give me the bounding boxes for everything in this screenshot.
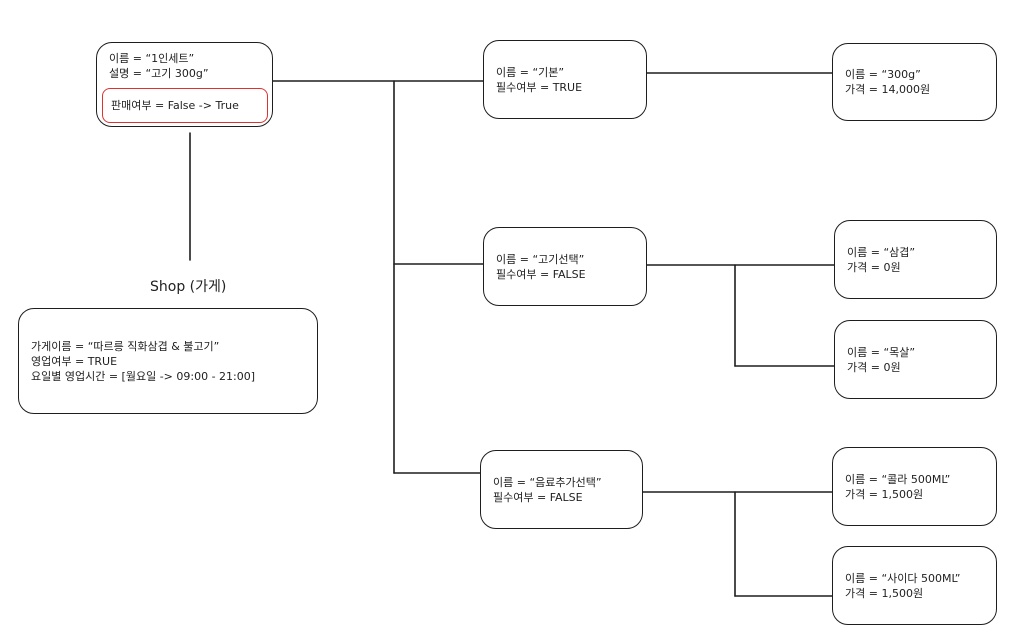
shop-title: Shop (가게) [150, 279, 227, 295]
option-group-node: 이름 = “음료추가선택” 필수여부 = FALSE [480, 450, 643, 529]
option-node: 이름 = “콜라 500ML” 가격 = 1,500원 [832, 447, 997, 526]
menu-name: 이름 = “1인세트” [109, 52, 195, 65]
menu-node: 이름 = “1인세트” 설명 = “고기 300g” [96, 42, 273, 127]
option-node: 이름 = “목살” 가격 = 0원 [834, 320, 997, 399]
option-group-name: 이름 = “고기선택” [496, 252, 585, 266]
option-price: 가격 = 1,500원 [845, 586, 924, 600]
option-group-required: 필수여부 = FALSE [493, 490, 583, 504]
option-price: 가격 = 0원 [847, 260, 901, 274]
menu-sale-status: 판매여부 = False -> True [111, 99, 239, 112]
option-group-required: 필수여부 = FALSE [496, 267, 586, 281]
option-name: 이름 = “300g” [845, 68, 921, 81]
menu-description: 설명 = “고기 300g” [109, 67, 209, 80]
option-name: 이름 = “사이다 500ML” [845, 571, 961, 585]
shop-business-hours: 요일별 영업시간 = [월요일 -> 09:00 - 21:00] [31, 369, 256, 383]
option-group-name: 이름 = “기본” [496, 65, 565, 79]
option-name: 이름 = “삼겹” [847, 245, 916, 259]
option-node: 이름 = “사이다 500ML” 가격 = 1,500원 [832, 546, 997, 625]
option-price: 가격 = 14,000원 [845, 83, 931, 96]
option-group-required: 필수여부 = TRUE [496, 80, 583, 94]
shop-node: 가게이름 = “따르릉 직화삼겹 & 불고기” 영업여부 = TRUE 요일별 … [18, 308, 318, 414]
menu-sale-status-highlight: 판매여부 = False -> True [102, 88, 268, 123]
option-price: 가격 = 1,500원 [845, 487, 924, 501]
option-price: 가격 = 0원 [847, 360, 901, 374]
shop-store-name: 가게이름 = “따르릉 직화삼겹 & 불고기” [31, 339, 220, 353]
option-node: 이름 = “삼겹” 가격 = 0원 [834, 220, 997, 299]
option-name: 이름 = “목살” [847, 345, 916, 359]
option-group-node: 이름 = “기본” 필수여부 = TRUE [483, 40, 647, 119]
option-node: 이름 = “300g” 가격 = 14,000원 [832, 43, 997, 121]
option-group-name: 이름 = “음료추가선택” [493, 475, 602, 489]
option-group-node: 이름 = “고기선택” 필수여부 = FALSE [483, 227, 647, 306]
option-name: 이름 = “콜라 500ML” [845, 472, 951, 486]
shop-open-status: 영업여부 = TRUE [31, 354, 118, 368]
